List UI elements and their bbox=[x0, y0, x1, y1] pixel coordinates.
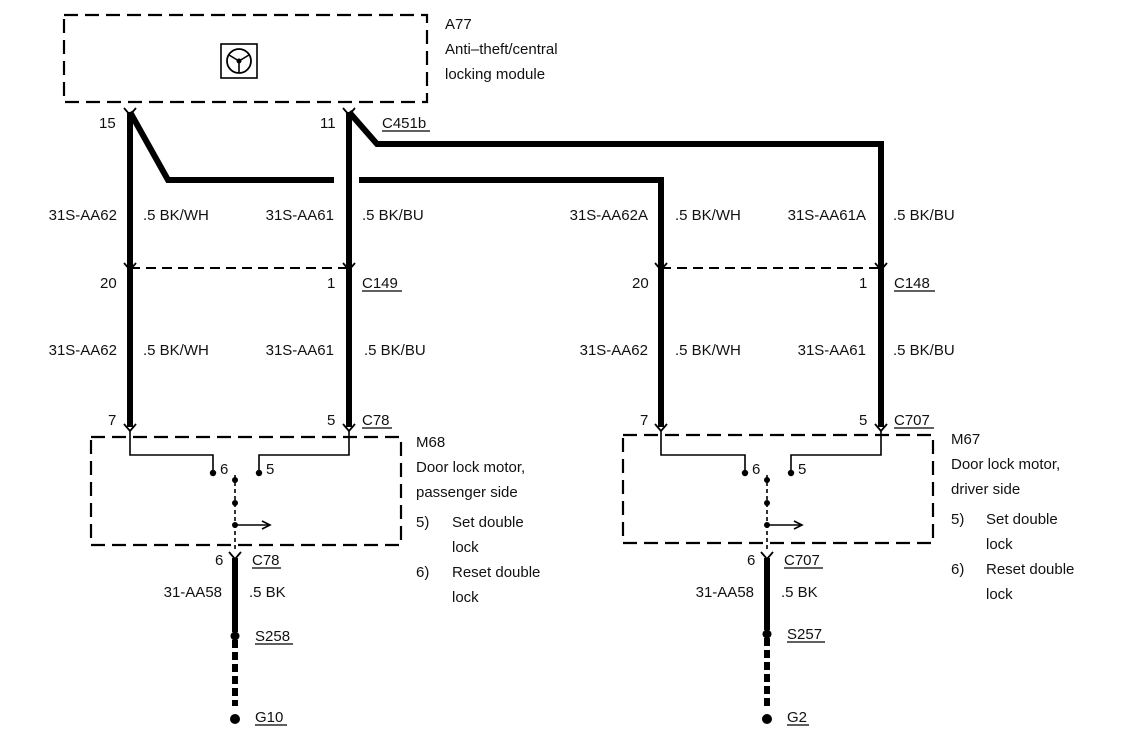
wire-code-p-mid-right: 31S-AA61 bbox=[266, 342, 334, 359]
module-name-line1: Anti–theft/central bbox=[445, 41, 558, 58]
wire-code-d-ground: 31-AA58 bbox=[696, 584, 754, 601]
wire-labels: 31S-AA62 .5 BK/WH 31S-AA61 .5 BK/BU 31S-… bbox=[49, 207, 955, 601]
motor-m67-pin5: 5 bbox=[798, 461, 806, 478]
splice-s258-dot bbox=[230, 631, 240, 641]
pin-1-driver: 1 bbox=[859, 275, 867, 292]
motor-m68-note6-line2: lock bbox=[452, 589, 479, 606]
wire-color-p-top-left: .5 BK/WH bbox=[143, 207, 209, 224]
motor-m68-id: M68 bbox=[416, 434, 445, 451]
connector-c149: C149 bbox=[362, 275, 398, 292]
ground-g2-label: G2 bbox=[787, 709, 807, 726]
pin-7-driver: 7 bbox=[640, 412, 648, 429]
motor-m67-note5-line2: lock bbox=[986, 536, 1013, 553]
motor-m68-note5-num: 5) bbox=[416, 514, 429, 531]
wire-code-p-ground: 31-AA58 bbox=[164, 584, 222, 601]
motor-m68-note6-line1: Reset double bbox=[452, 564, 540, 581]
motor-m67-note5-line1: Set double bbox=[986, 511, 1058, 528]
motor-m68-pin6: 6 bbox=[220, 461, 228, 478]
module-name-line2: locking module bbox=[445, 66, 545, 83]
wire-color-d-top-left: .5 BK/WH bbox=[675, 207, 741, 224]
pin-7-pass: 7 bbox=[108, 412, 116, 429]
module-id: A77 bbox=[445, 16, 472, 33]
module-a77-box bbox=[62, 13, 429, 104]
steering-wheel-icon bbox=[220, 43, 258, 79]
motor-m67-line1: Door lock motor, bbox=[951, 456, 1060, 473]
pin-1-pass: 1 bbox=[327, 275, 335, 292]
pin-6-driver-ground: 6 bbox=[747, 552, 755, 569]
wire-color-p-mid-left: .5 BK/WH bbox=[143, 342, 209, 359]
motor-m68-note6-num: 6) bbox=[416, 564, 429, 581]
motor-m67-id: M67 bbox=[951, 431, 980, 448]
wire-31S-AA62A bbox=[359, 177, 664, 268]
motor-m67: 6 5 M67 Door lock motor, driver side 5) … bbox=[621, 431, 1074, 603]
pin-5-pass: 5 bbox=[327, 412, 335, 429]
wire-color-d-mid-left: .5 BK/WH bbox=[675, 342, 741, 359]
motor-m68-pin5: 5 bbox=[266, 461, 274, 478]
splice-s257-dot bbox=[762, 629, 772, 639]
wire-pin15-crossover bbox=[127, 110, 334, 183]
wire-code-p-top-right: 31S-AA61 bbox=[266, 207, 334, 224]
pin-5-driver: 5 bbox=[859, 412, 867, 429]
wire-code-p-top-left: 31S-AA62 bbox=[49, 207, 117, 224]
wires bbox=[127, 110, 884, 706]
wire-code-p-mid-left: 31S-AA62 bbox=[49, 342, 117, 359]
motor-m68-line1: Door lock motor, bbox=[416, 459, 525, 476]
wire-color-d-ground: .5 BK bbox=[781, 584, 818, 601]
pin-15: 15 bbox=[99, 115, 116, 132]
module-a77: A77 Anti–theft/central locking module bbox=[62, 13, 558, 104]
connector-labels: C451b C149 C148 C78 C707 C78 C707 bbox=[252, 115, 935, 569]
wire-color-p-top-right: .5 BK/BU bbox=[362, 207, 424, 224]
wire-code-d-mid-left: 31S-AA62 bbox=[580, 342, 648, 359]
motor-m68-note5-line2: lock bbox=[452, 539, 479, 556]
motor-m67-note6-line2: lock bbox=[986, 586, 1013, 603]
pin-numbers: 15 11 20 1 20 1 7 5 7 5 6 6 bbox=[99, 115, 867, 569]
motor-m68: 6 5 M68 Door lock motor, passenger side … bbox=[89, 431, 540, 606]
motor-m67-line2: driver side bbox=[951, 481, 1020, 498]
wire-code-d-top-right: 31S-AA61A bbox=[788, 207, 866, 224]
motor-m67-box bbox=[621, 433, 935, 545]
ground-g2: G2 bbox=[762, 709, 809, 726]
wire-color-d-top-right: .5 BK/BU bbox=[893, 207, 955, 224]
connector-c78-ground: C78 bbox=[252, 552, 280, 569]
splice-s257-label: S257 bbox=[787, 626, 822, 643]
connector-c707-ground: C707 bbox=[784, 552, 820, 569]
splice-s257: S257 bbox=[762, 626, 825, 643]
motor-m67-note6-line1: Reset double bbox=[986, 561, 1074, 578]
connector-c451b: C451b bbox=[382, 115, 426, 132]
connector-c707: C707 bbox=[894, 412, 930, 429]
ground-g2-dot bbox=[762, 714, 772, 724]
wire-31S-AA61A bbox=[346, 110, 884, 268]
motor-m67-note6-num: 6) bbox=[951, 561, 964, 578]
motor-m68-note5-line1: Set double bbox=[452, 514, 524, 531]
pin-6-pass-ground: 6 bbox=[215, 552, 223, 569]
motor-m67-note5-num: 5) bbox=[951, 511, 964, 528]
motor-m67-pin6: 6 bbox=[752, 461, 760, 478]
wire-code-d-mid-right: 31S-AA61 bbox=[798, 342, 866, 359]
pin-20-driver: 20 bbox=[632, 275, 649, 292]
connector-c148: C148 bbox=[894, 275, 930, 292]
ground-g10-dot bbox=[230, 714, 240, 724]
pin-11: 11 bbox=[320, 115, 336, 132]
splice-s258-label: S258 bbox=[255, 628, 290, 645]
wire-color-p-ground: .5 BK bbox=[249, 584, 286, 601]
pin-20-pass: 20 bbox=[100, 275, 117, 292]
wire-color-d-mid-right: .5 BK/BU bbox=[893, 342, 955, 359]
splice-s258: S258 bbox=[230, 628, 293, 645]
motor-m68-line2: passenger side bbox=[416, 484, 518, 501]
ground-g10: G10 bbox=[230, 709, 287, 726]
motor-m68-box bbox=[89, 435, 403, 547]
connector-c78: C78 bbox=[362, 412, 390, 429]
ground-g10-label: G10 bbox=[255, 709, 283, 726]
wire-code-d-top-left: 31S-AA62A bbox=[570, 207, 648, 224]
wire-color-p-mid-right: .5 BK/BU bbox=[364, 342, 426, 359]
